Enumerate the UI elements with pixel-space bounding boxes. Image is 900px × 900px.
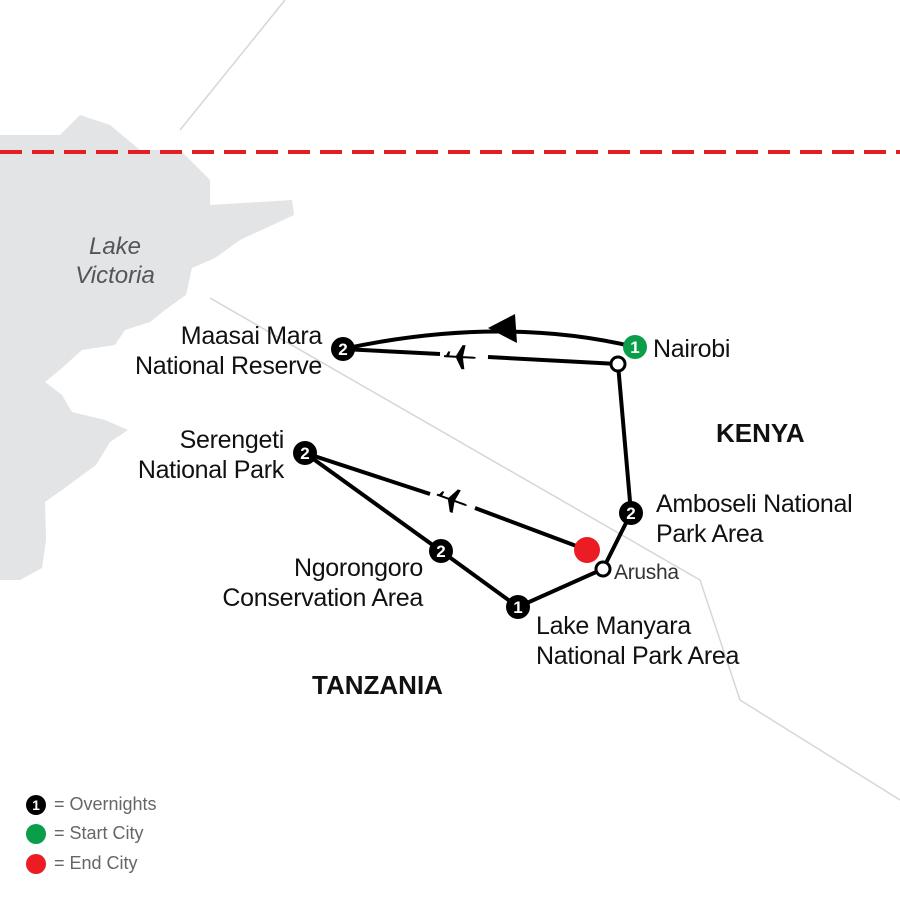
legend-start-city: = Start City: [26, 823, 144, 844]
arusha-marker[interactable]: [594, 560, 612, 578]
route-lines: [303, 329, 636, 610]
end-city-icon: [26, 853, 46, 874]
nairobi-return-marker[interactable]: [609, 355, 627, 373]
lake-victoria-shape: [0, 115, 294, 580]
legend-label: = End City: [54, 853, 138, 873]
stop-label-amboseli[interactable]: Amboseli National Park Area: [656, 489, 853, 549]
overnight-icon: 1: [26, 794, 46, 815]
stop-name: National Park Area: [536, 642, 740, 670]
legend-label: = Overnights: [54, 794, 157, 814]
start-city-icon: [26, 823, 46, 844]
stop-label-arusha[interactable]: Arusha: [614, 558, 679, 588]
stop-label-nairobi[interactable]: Nairobi: [653, 334, 730, 364]
legend-label: = Start City: [54, 823, 144, 843]
stop-label-lake-manyara[interactable]: Lake Manyara National Park Area: [536, 611, 739, 671]
stop-name: National Park: [137, 456, 284, 484]
stop-label-ngorongoro[interactable]: Ngorongoro Conservation Area: [222, 553, 423, 613]
stop-name: Conservation Area: [222, 584, 423, 612]
stop-name: Lake Manyara: [536, 612, 691, 640]
country-label-kenya: KENYA: [716, 418, 805, 448]
plane-icon: [436, 489, 468, 513]
legend-end-city: = End City: [26, 853, 138, 874]
svg-text:1: 1: [513, 598, 522, 617]
stop-label-maasai-mara[interactable]: Maasai Mara National Reserve: [135, 321, 322, 381]
end-city-marker[interactable]: [574, 537, 600, 563]
svg-text:2: 2: [436, 542, 445, 561]
stop-name: Serengeti: [179, 426, 285, 454]
stop-name: National Reserve: [135, 352, 322, 380]
direction-arrow-icon: [488, 314, 517, 343]
legend-overnights: 1 = Overnights: [26, 794, 157, 815]
lake-label-line1: Lake: [88, 233, 142, 260]
stop-name: Ngorongoro: [293, 554, 423, 582]
svg-text:2: 2: [300, 444, 309, 463]
lake-victoria-label: Lake Victoria: [60, 232, 170, 290]
plane-icon: [443, 345, 476, 370]
country-label-tanzania: TANZANIA: [312, 670, 443, 700]
lake-label-line2: Victoria: [75, 262, 155, 289]
country-border-line: [209, 297, 900, 801]
overnight-markers: 2 1 2 1 2 2: [293, 335, 647, 619]
svg-text:2: 2: [626, 504, 635, 523]
stop-label-serengeti[interactable]: Serengeti National Park: [138, 425, 284, 485]
country-border-line: [179, 0, 286, 131]
stop-name: Nairobi: [653, 335, 731, 363]
svg-text:2: 2: [338, 340, 347, 359]
stop-name: Maasai Mara: [180, 322, 323, 350]
stop-name: Arusha: [614, 561, 679, 584]
svg-text:1: 1: [630, 338, 639, 357]
stop-name: Park Area: [656, 520, 764, 548]
stop-name: Amboseli National: [656, 490, 853, 518]
